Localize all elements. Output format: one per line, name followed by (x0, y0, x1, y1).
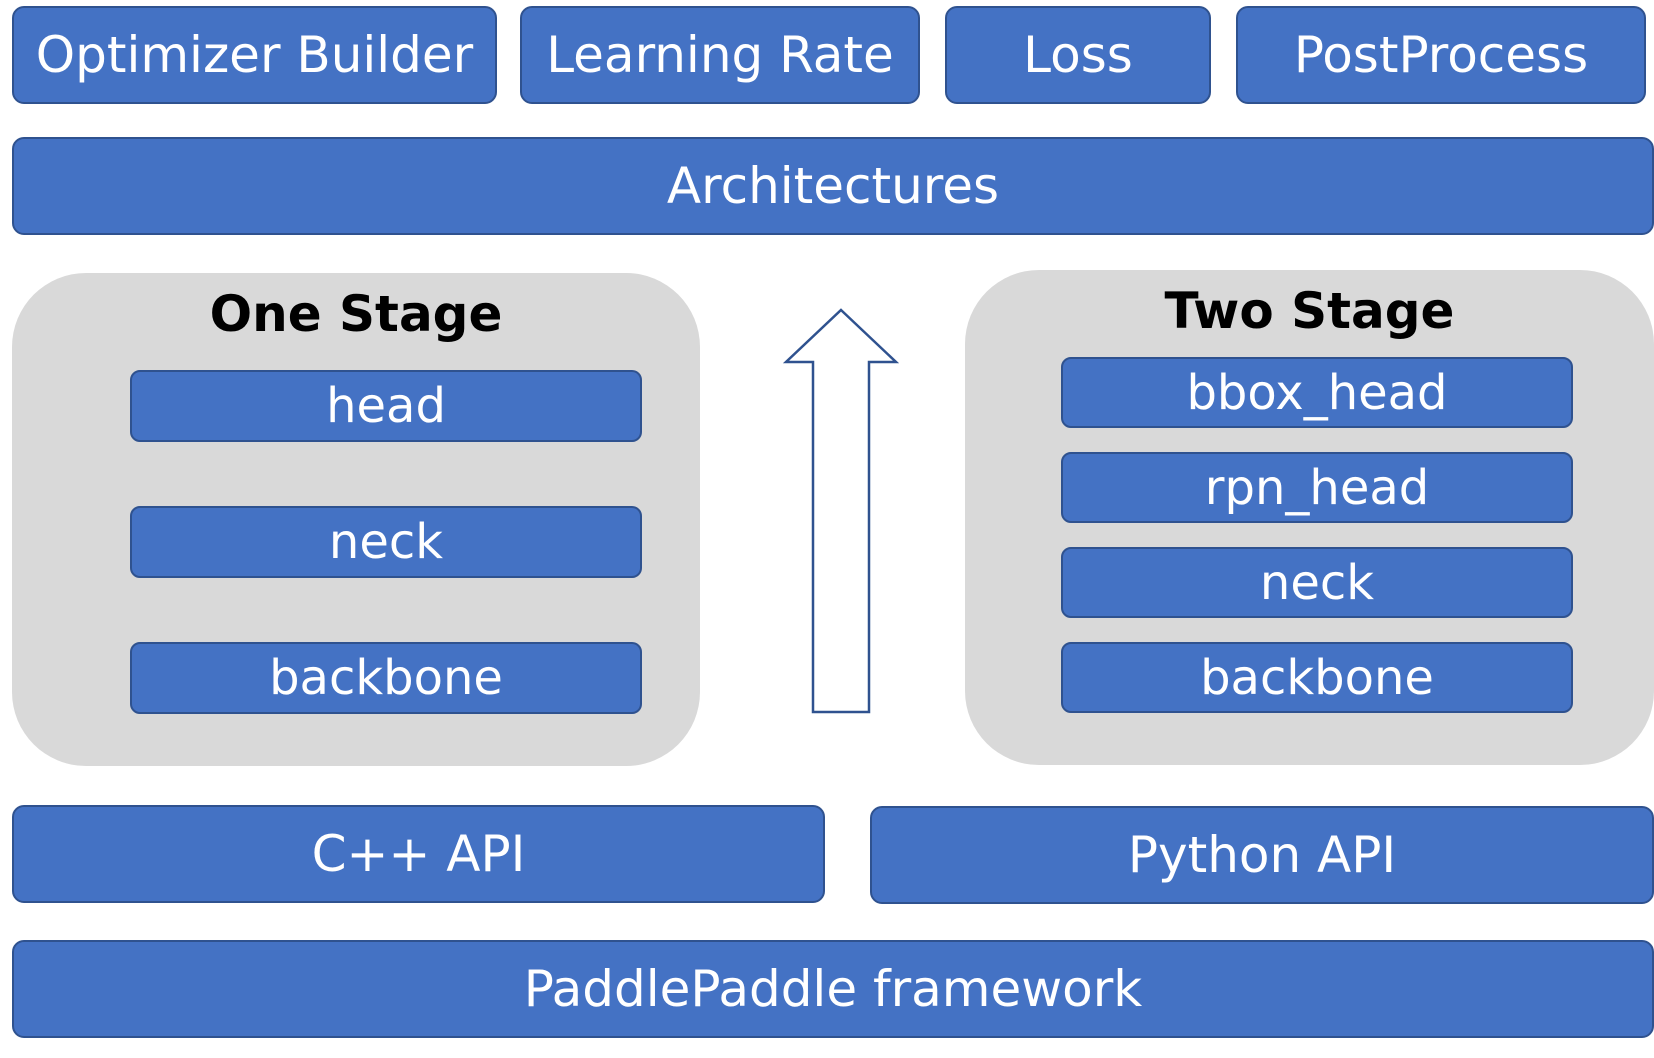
one-stage-group: One Stage head neck backbone (12, 273, 700, 766)
postprocess-box: PostProcess (1236, 6, 1646, 104)
two-stage-neck-label: neck (1259, 554, 1375, 611)
cpp-api-box: C++ API (12, 805, 825, 903)
up-arrow-icon (782, 308, 900, 714)
python-api-box: Python API (870, 806, 1654, 904)
one-stage-neck-label: neck (328, 514, 444, 570)
architectures-label: Architectures (666, 157, 1000, 215)
two-stage-title: Two Stage (1164, 282, 1455, 340)
two-stage-group: Two Stage bbox_head rpn_head neck backbo… (965, 270, 1654, 765)
two-stage-neck-box: neck (1061, 547, 1573, 618)
learning-rate-box: Learning Rate (520, 6, 920, 104)
postprocess-label: PostProcess (1293, 26, 1589, 84)
loss-label: Loss (1023, 26, 1133, 84)
loss-box: Loss (945, 6, 1211, 104)
python-api-label: Python API (1127, 826, 1397, 884)
paddlepaddle-framework-label: PaddlePaddle framework (523, 960, 1143, 1018)
bbox-head-box: bbox_head (1061, 357, 1573, 428)
two-stage-backbone-box: backbone (1061, 642, 1573, 713)
rpn-head-label: rpn_head (1204, 459, 1430, 516)
cpp-api-label: C++ API (311, 825, 526, 883)
up-arrow-shape (782, 308, 900, 714)
two-stage-backbone-label: backbone (1200, 649, 1434, 706)
one-stage-neck-box: neck (130, 506, 642, 578)
optimizer-builder-label: Optimizer Builder (35, 26, 474, 84)
learning-rate-label: Learning Rate (546, 26, 894, 84)
bbox-head-label: bbox_head (1186, 364, 1448, 421)
architectures-box: Architectures (12, 137, 1654, 235)
one-stage-head-label: head (326, 378, 446, 434)
optimizer-builder-box: Optimizer Builder (12, 6, 497, 104)
one-stage-head-box: head (130, 370, 642, 442)
rpn-head-box: rpn_head (1061, 452, 1573, 523)
one-stage-backbone-box: backbone (130, 642, 642, 714)
one-stage-backbone-label: backbone (269, 650, 503, 706)
paddlepaddle-framework-box: PaddlePaddle framework (12, 940, 1654, 1038)
one-stage-title: One Stage (209, 285, 503, 343)
